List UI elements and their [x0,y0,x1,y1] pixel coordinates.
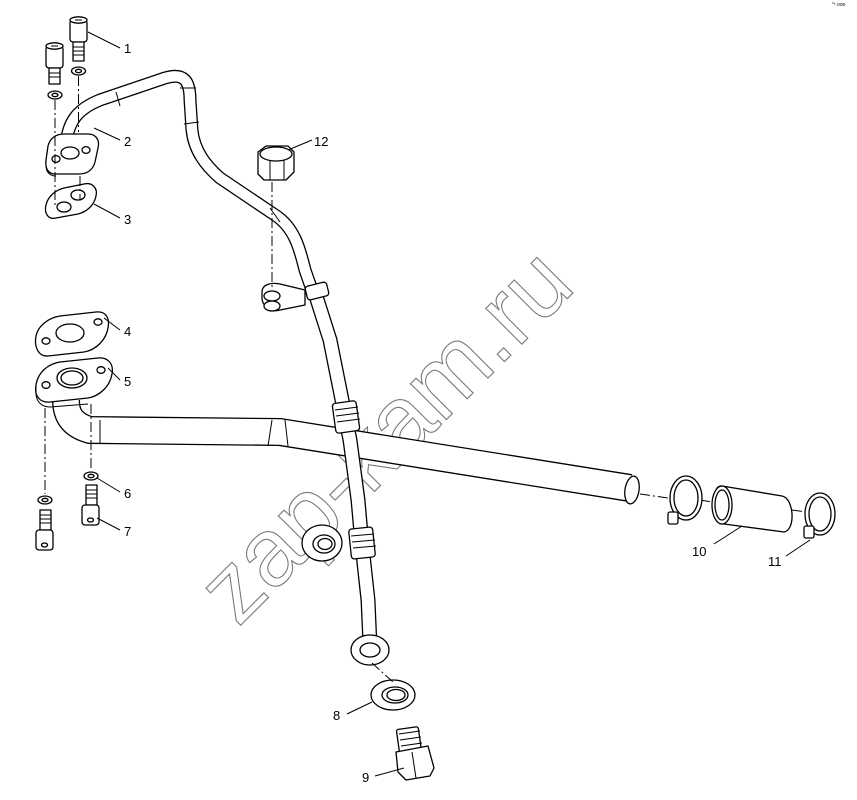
callout-3: 3 [124,212,131,227]
callout-10: 10 [692,544,706,559]
banjo-fitting [350,634,390,666]
lower-bolt-right [81,484,100,526]
leader-lines [87,31,811,777]
upper-pipe-flange [45,133,100,177]
lower-washer-right [83,471,99,481]
hose-sleeve [711,485,793,533]
upper-bolt-right [69,16,88,62]
sealing-washer [370,679,416,711]
lower-bolt-left [35,509,54,551]
callout-5: 5 [124,374,131,389]
callout-2: 2 [124,134,131,149]
callout-11: 11 [768,554,782,569]
callout-6: 6 [124,486,131,501]
lower-gasket [34,311,110,357]
upper-bolt-left [45,42,64,85]
upper-oil-pipe [59,69,319,293]
corner-mark: °¹ ooo [832,2,846,8]
lower-washer-left [37,495,53,505]
upper-gasket [44,182,98,219]
callout-8: 8 [333,708,340,723]
upper-washer-right [70,66,87,76]
hose-clamp-right [803,492,836,539]
hose-clamp-left [667,475,703,525]
banjo-bolt [395,726,435,781]
callout-1: 1 [124,41,131,56]
callout-7: 7 [124,524,131,539]
upper-washer-left [47,90,63,100]
hose-bracket [261,282,306,312]
seal-ring [301,524,343,562]
oil-hose [304,281,378,646]
callout-12: 12 [314,134,328,149]
callout-9: 9 [362,770,369,785]
lower-pipe-flange [34,357,114,408]
nut [257,145,295,181]
callout-4: 4 [124,324,131,339]
